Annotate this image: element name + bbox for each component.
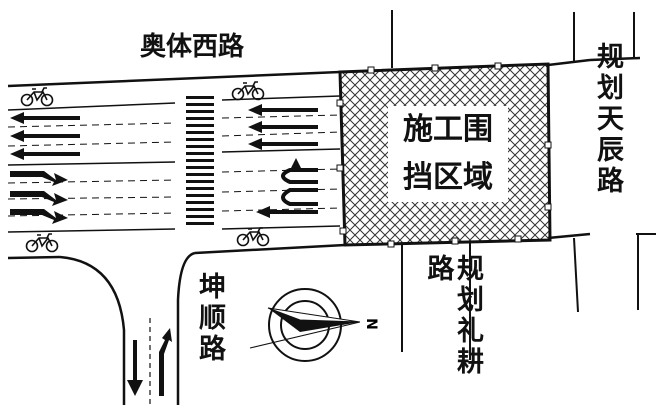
arrow-straight-icon (10, 130, 80, 142)
road-label-kunshun: 坤顺路 (194, 272, 225, 365)
arrow-straight-icon (248, 121, 318, 133)
construction-zone-label: 施工围 挡区域 (388, 106, 508, 202)
road-label-aoti-west: 奥体西路 (140, 32, 245, 62)
bicycle-icon (25, 233, 59, 253)
compass-icon (249, 288, 361, 362)
arrow-straight-icon (10, 148, 80, 160)
south-road-edge (7, 255, 61, 260)
road-label-guihua-tianchen: 规划天辰路 (592, 42, 623, 197)
road-label-guihua-ligeng: 规划礼耕路 (422, 254, 483, 378)
north-road-edge (7, 70, 341, 88)
arrow-straight-icon (248, 104, 318, 116)
arrow-straight-icon (248, 138, 318, 150)
arrow-turn-icon (159, 328, 172, 396)
kunshun-road-west-edge (59, 255, 126, 405)
bicycle-icon (236, 227, 270, 247)
bicycle-icon (20, 87, 54, 107)
crosswalk (186, 96, 214, 225)
bicycle-icon (231, 81, 265, 101)
construction-zone-line2: 挡区域 (403, 160, 493, 195)
north-label: N (362, 318, 379, 330)
arrow-uturn-icon (270, 168, 318, 214)
arrow-turn-icon (10, 209, 68, 224)
arrow-straight-icon (127, 340, 143, 396)
arrow-straight-icon (10, 112, 80, 124)
kunshun-road-east-edge (176, 251, 196, 405)
arrow-turn-icon (10, 191, 68, 206)
construction-zone-line1: 施工围 (403, 112, 493, 147)
arrow-turn-icon (10, 171, 68, 186)
